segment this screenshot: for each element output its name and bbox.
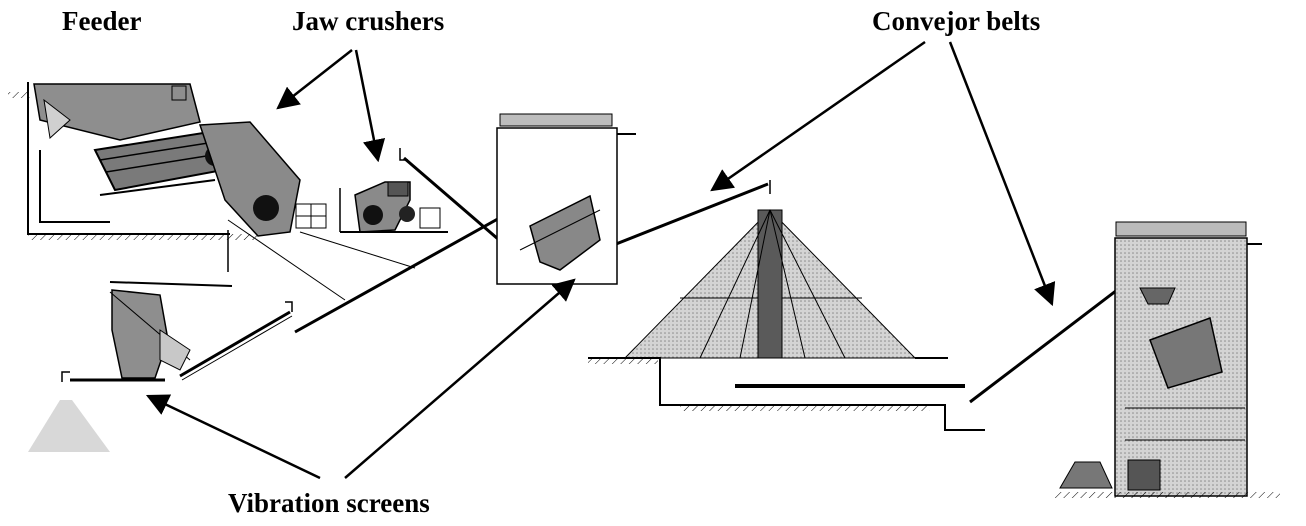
feeder-hopper <box>8 82 258 240</box>
label-conveyor-belts: Convejor belts <box>872 6 1041 36</box>
right-building <box>1055 221 1280 498</box>
jaw-crusher-primary <box>198 121 327 237</box>
vibration-screen-left <box>28 289 191 452</box>
screen-tower <box>496 113 636 285</box>
label-jaw-crushers: Jaw crushers <box>292 6 445 36</box>
label-feeder: Feeder <box>62 6 142 36</box>
jaw-crusher-secondary <box>339 181 448 233</box>
stockpile <box>588 209 985 431</box>
label-vibration-screens: Vibration screens <box>228 488 430 518</box>
pointer-arrows <box>145 40 1056 480</box>
